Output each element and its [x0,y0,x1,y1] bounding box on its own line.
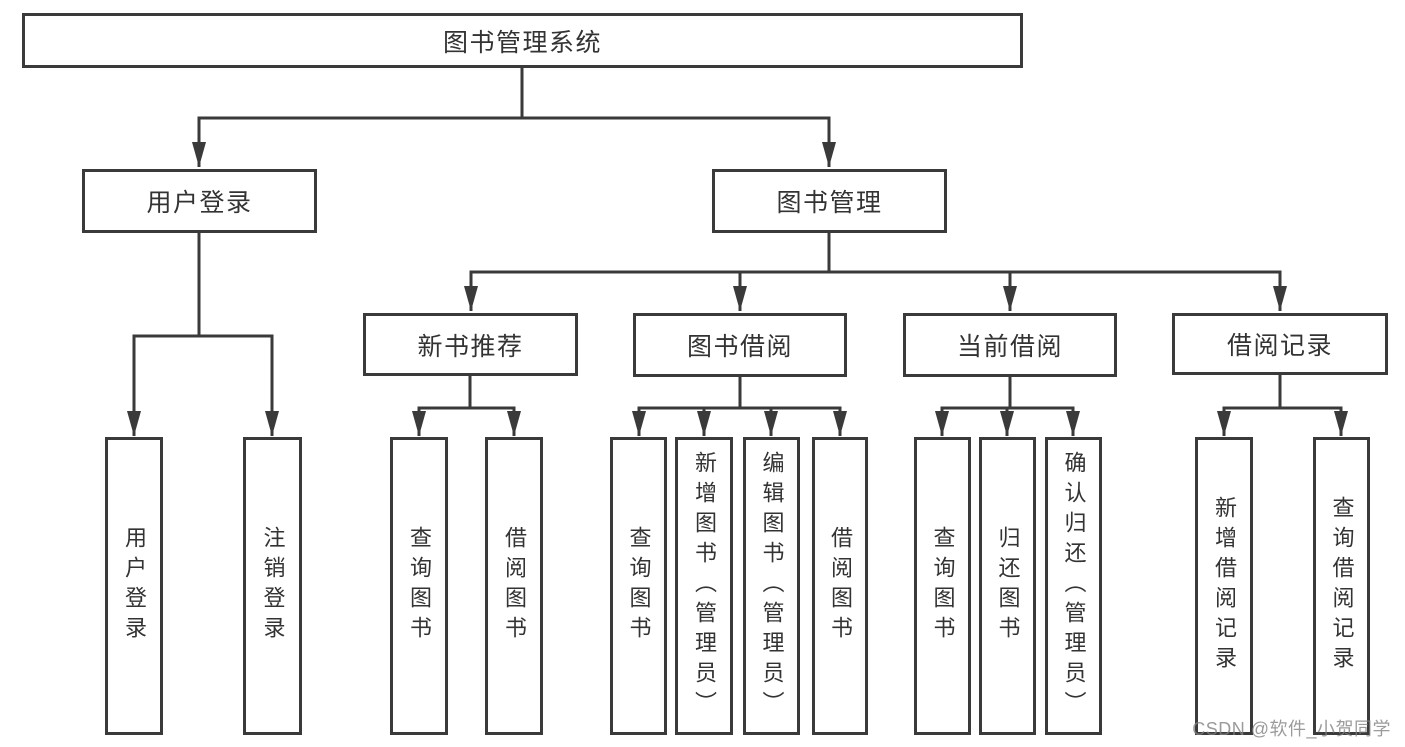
node-label: 图书管理系统 [442,28,602,57]
node-borrowing-records: 借阅记录 [1172,313,1388,375]
leaf-label: 查询借阅记录 [1329,496,1355,676]
leaf-return-books: 归还图书 [979,437,1036,735]
leaf-label: 借阅图书 [502,526,527,646]
leaf-add-books-admin: 新增图书（管理员） [675,437,733,735]
connector-borrowing-records-children [1217,373,1348,436]
leaf-add-borrow-record: 新增借阅记录 [1195,437,1253,735]
node-user-login: 用户登录 [82,169,317,233]
leaf-label: 查询图书 [930,526,956,646]
leaf-borrow-books-recommendation: 借阅图书 [485,437,543,735]
leaf-label: 新增图书（管理员） [692,451,717,721]
node-current-borrowing: 当前借阅 [903,313,1117,377]
connector-current-borrowing-children [935,375,1080,436]
connector-new-book-recommendation-children [412,374,521,436]
connector-root-to-level2 [192,66,836,167]
node-book-management: 图书管理 [712,169,947,233]
leaf-label: 确认归还（管理员） [1061,451,1087,721]
node-label: 图书借阅 [686,333,793,361]
node-label: 用户登录 [146,189,253,217]
watermark: CSDN @软件_小贺同学 [1192,719,1391,739]
node-label: 当前借阅 [956,333,1063,361]
leaf-borrow-books-borrowing: 借阅图书 [812,437,868,735]
leaf-query-books-current: 查询图书 [914,437,971,735]
leaf-label: 查询图书 [626,526,652,646]
leaf-logout: 注销登录 [243,437,302,735]
leaf-user-login: 用户登录 [105,437,163,735]
node-library-management-system: 图书管理系统 [22,13,1023,68]
leaf-label: 用户登录 [122,526,147,646]
leaf-label: 编辑图书（管理员） [759,451,785,721]
leaf-label: 新增借阅记录 [1212,496,1237,676]
node-label: 图书管理 [776,189,883,217]
connector-book-management-children [464,231,1287,311]
leaf-label: 查询图书 [407,526,432,646]
leaf-query-books-borrowing: 查询图书 [610,437,667,735]
node-new-book-recommendation: 新书推荐 [363,313,578,376]
node-label: 新书推荐 [417,332,524,361]
leaf-edit-books-admin: 编辑图书（管理员） [743,437,800,735]
leaf-label: 归还图书 [995,526,1021,646]
leaf-label: 借阅图书 [828,526,853,646]
connector-user-login-children [127,231,279,436]
connector-book-borrowing-children [632,375,847,436]
leaf-confirm-return-admin: 确认归还（管理员） [1045,437,1102,735]
node-book-borrowing: 图书借阅 [633,313,847,377]
leaf-query-books-recommendation: 查询图书 [390,437,448,735]
leaf-label: 注销登录 [260,526,286,646]
node-label: 借阅记录 [1226,332,1333,360]
leaf-query-borrow-record: 查询借阅记录 [1313,437,1370,735]
